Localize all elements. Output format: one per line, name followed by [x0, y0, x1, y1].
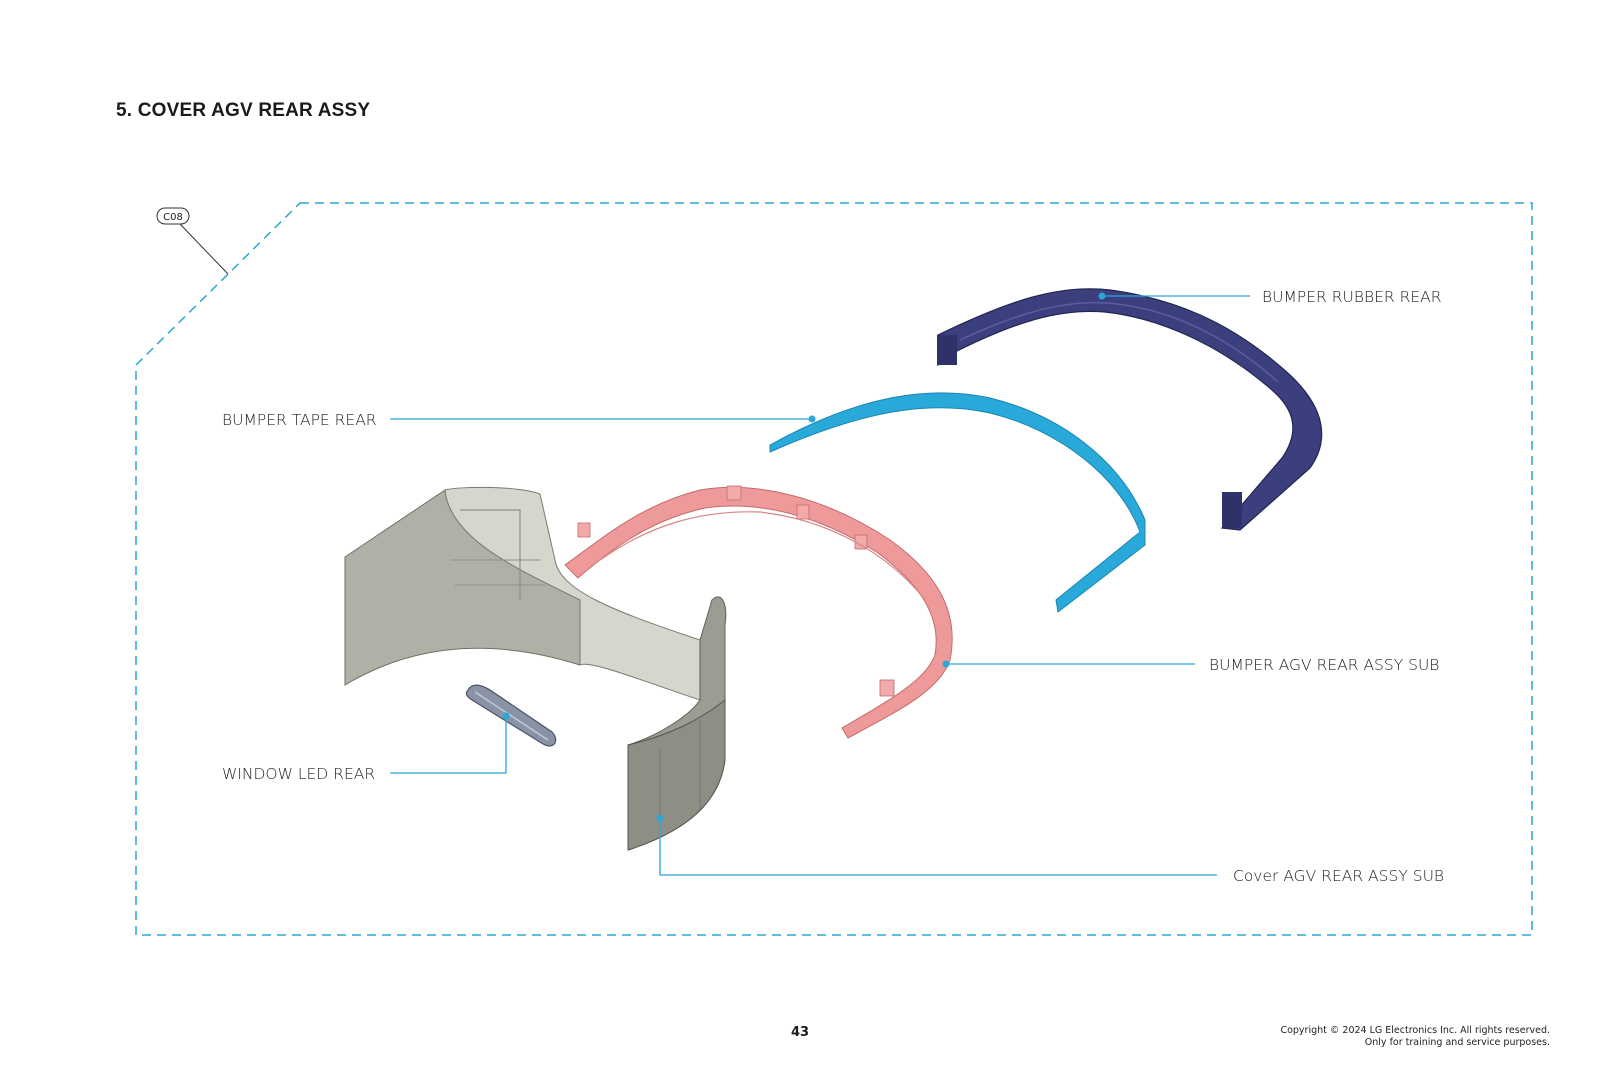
leader-dots: [502, 292, 1106, 822]
leader-lines: [390, 295, 1250, 876]
cover-agv-rear-assy-sub-part: [344, 486, 727, 851]
copyright-notice: Copyright © 2024 LG Electronics Inc. All…: [1280, 1025, 1550, 1049]
bumper-tape-rear-part: [769, 392, 1146, 613]
assembly-frame: [135, 202, 1533, 936]
leader-window-led-rear: [390, 716, 507, 774]
label-bumper-rubber-rear: BUMPER RUBBER REAR: [1262, 288, 1442, 306]
window-led-rear-part: [465, 684, 557, 747]
copyright-line-2: Only for training and service purposes.: [1364, 1037, 1550, 1048]
bumper-agv-rear-assy-sub-part: [564, 485, 953, 739]
copyright-line-1: Copyright © 2024 LG Electronics Inc. All…: [1280, 1025, 1550, 1036]
assembly-badge: C08: [156, 207, 229, 275]
badge-text: C08: [163, 212, 183, 223]
page-number: 43: [790, 1025, 810, 1040]
label-bumper-agv-rear-assy-sub: BUMPER AGV REAR ASSY SUB: [1209, 656, 1440, 674]
label-window-led-rear: WINDOW LED REAR: [222, 765, 376, 783]
bumper-rubber-rear-part: [937, 288, 1323, 531]
label-bumper-tape-rear: BUMPER TAPE REAR: [222, 411, 377, 429]
leader-cover-agv-rear-assy-sub: [659, 818, 1217, 876]
section-title: 5. COVER AGV REAR ASSY: [116, 100, 371, 121]
label-cover-agv-rear-assy-sub: Cover AGV REAR ASSY SUB: [1233, 867, 1445, 885]
